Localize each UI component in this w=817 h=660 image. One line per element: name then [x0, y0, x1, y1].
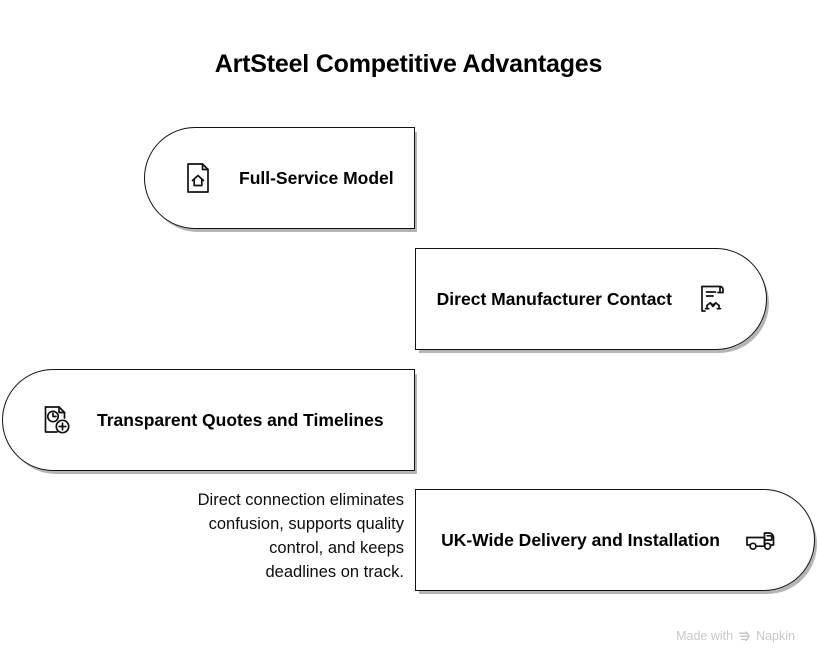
- advantage-pill-direct-manufacturer-contact[interactable]: Direct Manufacturer Contact: [415, 248, 767, 350]
- advantage-row: Transparent Quotes and Timelines Free qu…: [0, 369, 817, 471]
- watermark-brand-label: Napkin: [756, 629, 795, 643]
- truck-icon: [742, 521, 780, 559]
- advantage-label: Full-Service Model: [239, 167, 394, 188]
- contract-handshake-icon: [694, 280, 732, 318]
- advantage-pill-transparent-quotes-and-timelines[interactable]: Transparent Quotes and Timelines: [2, 369, 415, 471]
- napkin-chevrons-icon: [738, 630, 751, 643]
- advantage-label: UK-Wide Delivery and Installation: [441, 529, 720, 550]
- advantage-description: Direct connection eliminates confusion, …: [197, 491, 404, 581]
- page-title: ArtSteel Competitive Advantages: [214, 50, 603, 78]
- advantage-pill-full-service-model[interactable]: Full-Service Model: [144, 127, 415, 229]
- document-clock-plus-icon: [37, 401, 75, 439]
- advantage-row: Direct connection eliminates confusion, …: [0, 248, 817, 581]
- advantage-row: Full-Service Model Complete approach rem…: [0, 127, 817, 328]
- napkin-watermark: Made with Napkin: [676, 629, 795, 643]
- advantage-row: Coverage for every order, adapting the s…: [0, 489, 817, 591]
- watermark-made-with-label: Made with: [676, 629, 734, 643]
- advantage-label: Direct Manufacturer Contact: [436, 288, 672, 309]
- advantage-pill-uk-wide-delivery-and-installation[interactable]: UK-Wide Delivery and Installation: [415, 489, 815, 591]
- document-house-icon: [179, 159, 217, 197]
- advantage-label: Transparent Quotes and Timelines: [97, 409, 384, 430]
